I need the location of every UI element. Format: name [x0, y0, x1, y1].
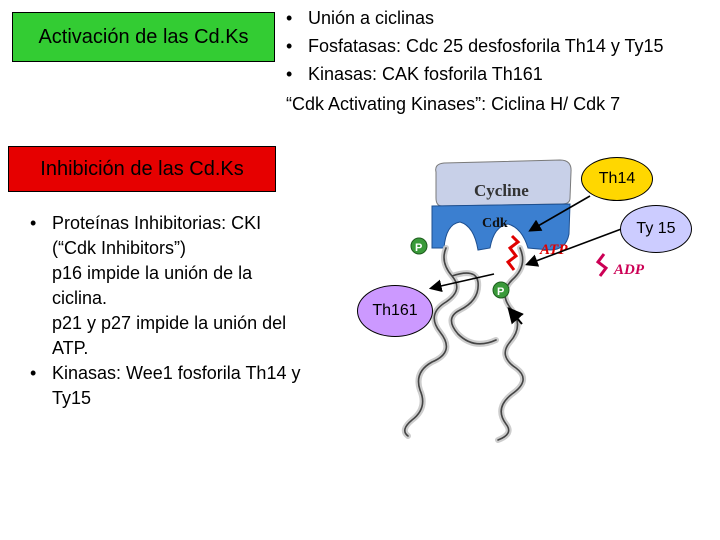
activation-item: Fosfatasas: Cdc 25 desfosforila Th14 y T…: [282, 32, 720, 60]
polypeptide-chain: [401, 245, 526, 443]
arrow-phosphorylation: [507, 306, 524, 325]
th14-site-label: Th14: [581, 157, 653, 201]
activation-list: Unión a ciclinas Fosfatasas: Cdc 25 desf…: [282, 4, 720, 88]
inhibition-title: Inhibición de las Cd.Ks: [40, 157, 244, 180]
phosphate-label: P: [497, 286, 504, 298]
inhibition-line: ciclina.: [52, 288, 108, 308]
cdk-label: Cdk: [482, 216, 508, 231]
activation-item: Kinasas: CAK fosforila Th161: [282, 60, 720, 88]
cak-description: “Cdk Activating Kinases”: Ciclina H/ Cdk…: [286, 94, 621, 114]
activation-title: Activación de las Cd.Ks: [38, 25, 249, 48]
inhibition-list: Proteínas Inhibitorias: CKI (“Cdk Inhibi…: [26, 211, 346, 411]
inhibition-line: (“Cdk Inhibitors”): [52, 238, 187, 258]
inhibition-title-box: Inhibición de las Cd.Ks: [8, 146, 276, 192]
inhibition-line: Ty15: [52, 388, 92, 408]
cyclin-label: Cycline: [474, 181, 529, 200]
inhibition-item-cki: Proteínas Inhibitorias: CKI (“Cdk Inhibi…: [26, 211, 346, 361]
atp-icon: [505, 234, 521, 271]
cyclin-shape: [435, 159, 572, 207]
phosphate-label: P: [415, 242, 422, 254]
arrow-th161: [428, 273, 495, 293]
arrow-th14: [528, 195, 591, 232]
inhibition-line: p16 impide la unión de la: [52, 263, 253, 283]
inhibition-line: Proteínas Inhibitorias: CKI: [52, 213, 262, 233]
ty15-text: Ty 15: [636, 220, 676, 237]
activation-item: Unión a ciclinas: [282, 4, 720, 32]
th161-site-label: Th161: [357, 285, 433, 337]
ty15-site-label: Ty 15: [620, 205, 692, 253]
activation-title-box: Activación de las Cd.Ks: [12, 12, 275, 62]
phosphate-right: P: [492, 281, 510, 299]
inhibition-line: ATP.: [52, 338, 89, 358]
adp-label: ADP: [613, 262, 645, 278]
inhibition-line: p21 y p27 impide la unión del: [52, 313, 287, 333]
inhibition-line: Kinasas: Wee1 fosforila Th14 y: [52, 363, 301, 383]
inhibition-item-wee1: Kinasas: Wee1 fosforila Th14 y Ty15: [26, 361, 346, 411]
polypeptide-chain-outline: [404, 247, 524, 441]
adp-icon: [595, 253, 609, 277]
arrow-ty15: [525, 227, 625, 267]
cdk-shape: [431, 203, 571, 251]
th14-text: Th14: [598, 170, 636, 187]
phosphate-left: P: [410, 237, 428, 255]
atp-label: ATP: [539, 242, 568, 258]
th161-text: Th161: [372, 302, 418, 319]
